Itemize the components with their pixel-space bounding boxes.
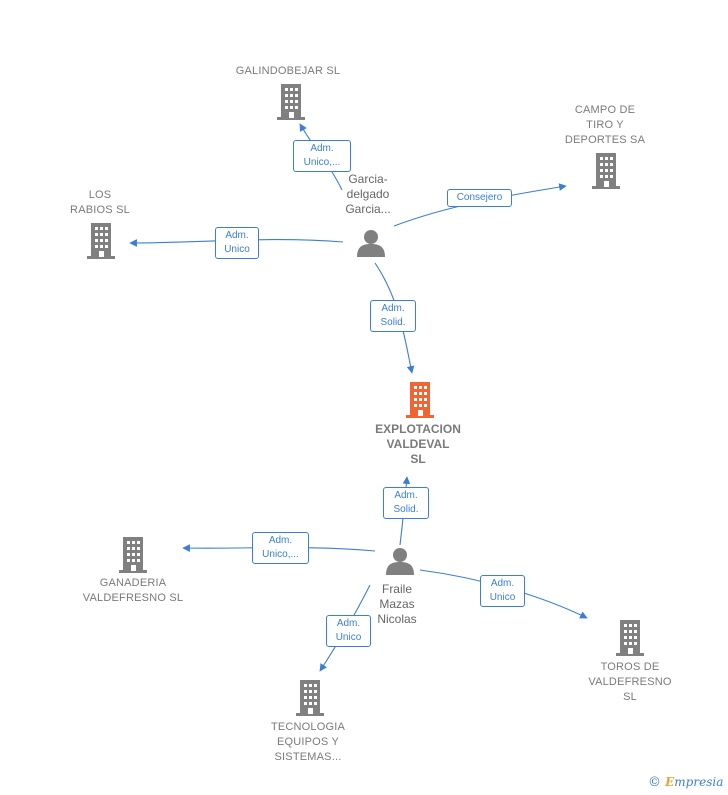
- brand-logo: Empresia: [665, 775, 724, 789]
- edge-role-label: Adm.Solid.: [383, 487, 429, 519]
- person-icon-fraile[interactable]: [386, 548, 414, 575]
- company-label-galindobejar[interactable]: GALINDOBEJAR SL: [235, 65, 341, 77]
- edge-role-label: Adm.Unico,...: [252, 532, 309, 564]
- building-icon-ganaderia[interactable]: [119, 537, 147, 573]
- edge-role-label: Adm.Solid.: [370, 300, 416, 332]
- edge-role-label: Consejero: [447, 189, 512, 207]
- building-icon-campo[interactable]: [592, 153, 620, 189]
- copyright-icon: ©: [648, 775, 661, 790]
- building-icon-tecnologia[interactable]: [296, 680, 324, 716]
- building-icon-toros[interactable]: [616, 620, 644, 656]
- building-icon-galindobejar[interactable]: [277, 84, 305, 120]
- edge-role-label: Adm.Unico,...: [293, 140, 351, 172]
- edge-role-label: Adm.Unico: [326, 615, 371, 647]
- edge-role-label: Adm.Unico: [215, 227, 259, 259]
- edge-role-label: Adm.Unico: [480, 575, 525, 607]
- building-icon-central[interactable]: [406, 382, 434, 418]
- copyright-brand[interactable]: © Empresia: [648, 775, 723, 790]
- person-icon-garcia[interactable]: [357, 230, 385, 257]
- building-icon-losrabios[interactable]: [87, 223, 115, 259]
